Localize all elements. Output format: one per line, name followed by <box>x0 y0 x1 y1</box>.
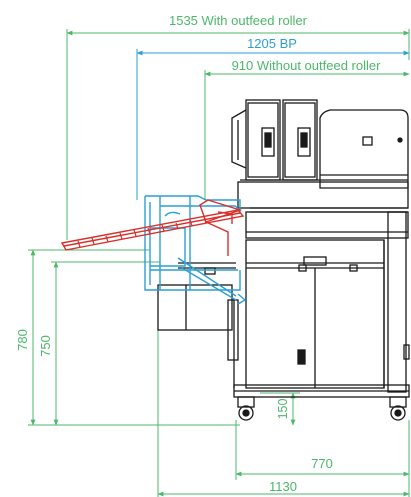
dim-bp: 1205 BP <box>247 36 297 51</box>
dimension-lines <box>28 29 410 497</box>
dim-height-150: 150 <box>276 399 290 420</box>
bp-configuration-outline <box>144 195 247 305</box>
roller-cleats <box>77 216 207 248</box>
bp-dimension-line <box>136 49 410 200</box>
dim-without-roller: 910 Without outfeed roller <box>232 58 382 73</box>
dim-height-780: 780 <box>15 329 30 351</box>
dim-width-1130: 1130 <box>269 479 297 494</box>
dim-width-770: 770 <box>311 456 333 471</box>
dim-height-750: 750 <box>38 335 53 357</box>
machine-body <box>157 99 410 421</box>
outfeed-roller <box>60 199 245 256</box>
dimension-labels: 1535 With outfeed roller 1205 BP 910 Wit… <box>15 13 381 494</box>
dim-outfeed-roller: 1535 With outfeed roller <box>169 13 308 28</box>
